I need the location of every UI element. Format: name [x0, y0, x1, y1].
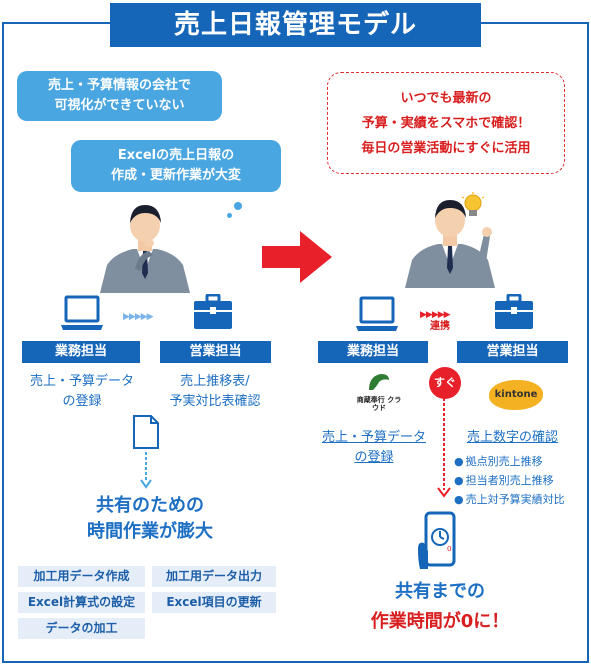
flow-arrows: ▶▶▶▶▶: [420, 310, 451, 320]
role-label-eigyo: 営業担当: [457, 341, 568, 363]
kintone-logo: kintone: [489, 380, 543, 410]
problem-bubble-1-line2: 可視化ができていない: [54, 98, 185, 113]
thought-dot: [227, 213, 232, 218]
role-label-gyomu: 業務担当: [22, 341, 140, 363]
task-confirm-right: 売上数字の確認: [455, 428, 570, 448]
smartphone-icon: 0: [418, 511, 456, 569]
task-check-line2: 予実対比表確認: [169, 394, 261, 409]
subtask: Excel計算式の設定: [18, 592, 145, 613]
subtask: 加工用データ作成: [18, 566, 145, 587]
task-register-right-line1: 売上・予算データ: [321, 430, 426, 445]
bullet-item: 拠点別売上推移: [454, 452, 565, 471]
subtask: Excel項目の更新: [152, 592, 276, 613]
down-arrow: [140, 452, 152, 489]
problem-bubble-2: Excelの売上日報の 作成・更新作業が大変: [71, 140, 281, 192]
confirm-bullets: 拠点別売上推移 担当者別売上推移 売上対予算実績対比: [454, 452, 565, 509]
laptop-icon: [356, 296, 398, 331]
bugyo-logo: 商蔵奉行 クラウド: [354, 372, 404, 412]
problem-bubble-1: 売上・予算情報の会社で 可視化ができていない: [17, 71, 222, 121]
role-label-eigyo: 営業担当: [160, 341, 271, 363]
problem-bubble-1-line1: 売上・予算情報の会社で: [47, 78, 191, 93]
subtask: データの加工: [18, 618, 145, 639]
document-icon: [133, 415, 159, 449]
task-check-line1: 売上推移表/: [180, 374, 250, 389]
callout-line2: 予算・実績をスマホで確認！: [361, 116, 531, 131]
page-title: 売上日報管理モデル: [110, 3, 481, 47]
down-arrow: [437, 398, 451, 498]
callout-line1: いつでも最新の: [400, 91, 492, 106]
left-result-line2: 時間作業が膨大: [87, 521, 213, 542]
briefcase-icon: [194, 294, 232, 329]
left-result-line1: 共有のための: [96, 495, 204, 516]
link-label: 連携: [430, 321, 450, 332]
role-label-gyomu: 業務担当: [318, 341, 428, 363]
bullet-item: 売上対予算実績対比: [454, 490, 565, 509]
task-register-right: 売上・予算データ の登録: [310, 428, 438, 468]
flow-arrows: ▶▶▶▶▶: [123, 312, 154, 322]
bullet-item: 担当者別売上推移: [454, 471, 565, 490]
task-register-line1: 売上・予算データ: [29, 374, 134, 389]
bugyo-logo-mark: [369, 374, 389, 390]
lightbulb-icon: [461, 192, 485, 216]
task-register-right-line2: の登録: [354, 450, 394, 465]
left-result: 共有のための 時間作業が膨大: [60, 493, 240, 545]
briefcase-icon: [495, 294, 533, 329]
thought-dot: [234, 202, 242, 210]
bugyo-logo-text: 商蔵奉行 クラウド: [356, 396, 402, 412]
person-icon: [100, 205, 190, 293]
task-register-line2: の登録: [62, 394, 102, 409]
benefit-callout: いつでも最新の 予算・実績をスマホで確認！ 毎日の営業活動にすぐに活用: [327, 72, 565, 174]
task-register: 売上・予算データ の登録: [18, 372, 146, 412]
callout-line3: 毎日の営業活動にすぐに活用: [361, 141, 531, 156]
task-check: 売上推移表/ 予実対比表確認: [150, 372, 280, 412]
problem-bubble-2-line1: Excelの売上日報の: [117, 148, 235, 163]
right-result-line1: 共有までの: [395, 581, 485, 602]
problem-bubble-2-line2: 作成・更新作業が大変: [110, 168, 241, 183]
subtask: 加工用データ出力: [152, 566, 276, 587]
laptop-icon: [61, 295, 103, 330]
task-confirm-right-line: 売上数字の確認: [466, 430, 558, 445]
sugu-badge: すぐ: [429, 367, 461, 399]
svg-text:0: 0: [447, 545, 451, 553]
right-result-line2: 作業時間が0に！: [370, 611, 510, 632]
person-icon: [405, 200, 495, 288]
arrow-right-icon: [262, 231, 332, 283]
